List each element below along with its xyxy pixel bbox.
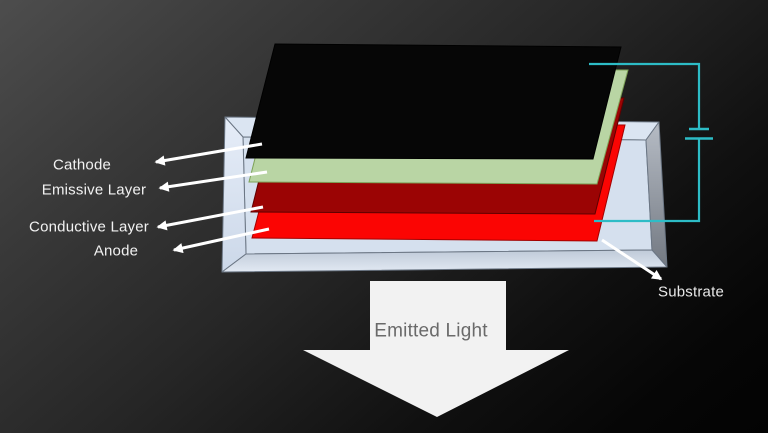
conductive-layer-label: Conductive Layer: [29, 218, 149, 236]
cathode-arrow: [154, 142, 263, 166]
callout-arrows: [154, 142, 663, 281]
cathode-layer: [245, 43, 622, 160]
emissive-arrow: [158, 170, 268, 192]
anode-label: Anode: [93, 242, 139, 260]
battery-icon: [685, 127, 713, 140]
cathode-wire: [589, 62, 701, 129]
anode-arrow: [172, 227, 270, 254]
substrate-front-wall: [221, 249, 668, 273]
emissive-layer-label: Emissive Layer: [41, 181, 147, 199]
emitted-light-label: Emitted Light: [374, 320, 488, 342]
cathode-label: Cathode: [52, 156, 112, 174]
substrate-arrow: [601, 238, 663, 281]
power-circuit: [589, 62, 713, 223]
emitted-light-arrow: [303, 281, 569, 417]
substrate-left-wall: [221, 116, 247, 273]
substrate-label: Substrate: [657, 283, 725, 301]
anode-wire: [594, 138, 701, 223]
conductive-arrow: [156, 205, 264, 231]
